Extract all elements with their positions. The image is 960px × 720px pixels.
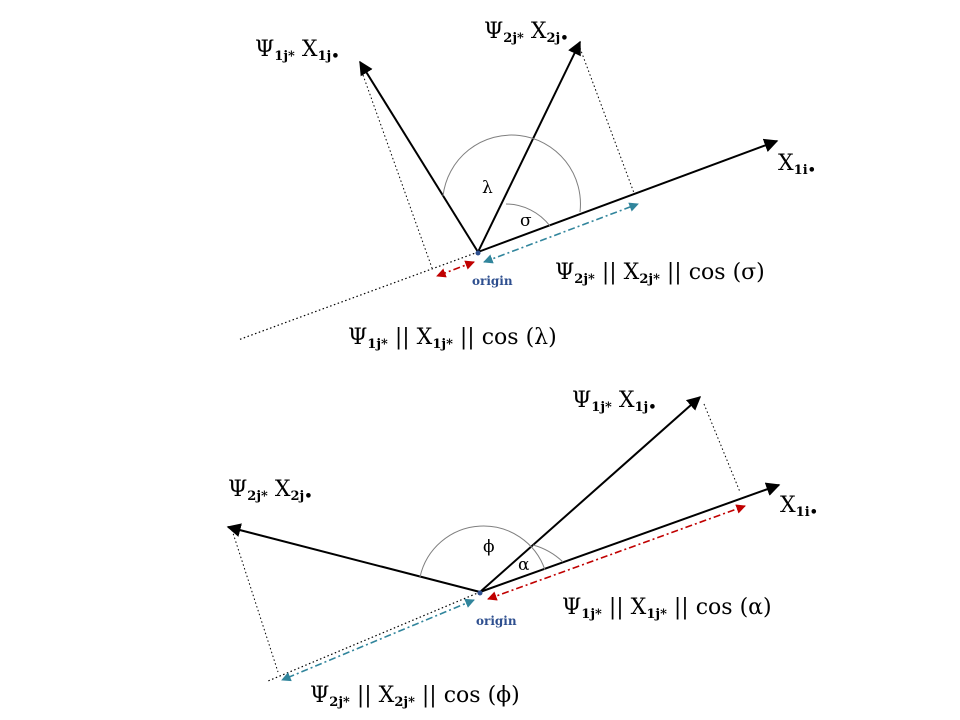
top-angle-inner-label: σ bbox=[520, 211, 532, 231]
bottom-origin-label: origin bbox=[476, 614, 517, 628]
top-vector-a-label: Ψ1j* X1j• bbox=[255, 37, 340, 64]
bottom-axis-label: X1i• bbox=[780, 493, 818, 520]
top-vector-a-arrow bbox=[359, 60, 479, 253]
bottom-projection-b-label: Ψ2j* || X2j* || cos (ϕ) bbox=[310, 683, 520, 710]
bottom-projection-line-b bbox=[231, 529, 279, 673]
top-projection-line-b bbox=[579, 47, 635, 194]
top-angle-outer-label: λ bbox=[482, 178, 493, 198]
bottom-projection-a-label: Ψ1j* || X1j* || cos (α) bbox=[562, 595, 772, 622]
top-axis-label: X1i• bbox=[778, 151, 816, 178]
bottom-vector-b-label: Ψ2j* X2j• bbox=[228, 477, 313, 504]
bottom-axis-extension bbox=[267, 591, 481, 682]
top-origin-dot bbox=[475, 250, 481, 256]
top-axis-extension bbox=[237, 251, 479, 341]
top-vector-b-label: Ψ2j* X2j• bbox=[484, 19, 569, 46]
top-projection-line-a bbox=[362, 74, 433, 269]
top-angle-arc-outer bbox=[442, 134, 581, 213]
top-projection-b-label: Ψ2j* || X2j* || cos (σ) bbox=[555, 260, 765, 287]
bottom-vector-a-label: Ψ1j* X1j• bbox=[572, 388, 657, 415]
top-origin-label: origin bbox=[472, 274, 513, 288]
bottom-vector-b-arrow bbox=[226, 523, 481, 593]
bottom-projection-line-a bbox=[703, 403, 741, 493]
bottom-angle-outer-label: ϕ bbox=[483, 537, 495, 557]
bottom-projection-arrow-blue bbox=[281, 598, 475, 682]
bottom-axis-arrow bbox=[479, 482, 781, 593]
bottom-origin-dot bbox=[477, 590, 483, 596]
bottom-angle-arc-inner bbox=[532, 544, 564, 563]
top-projection-arrow-red bbox=[436, 260, 475, 278]
top-projection-a-label: Ψ1j* || X1j* || cos (λ) bbox=[348, 325, 557, 352]
top-projection-arrow-blue bbox=[483, 202, 639, 264]
top-diagram: Ψ1j* X1j• Ψ2j* X2j• X1i• λ σ origin Ψ2j*… bbox=[237, 19, 816, 352]
bottom-projection-arrow-red bbox=[487, 504, 746, 601]
bottom-diagram: Ψ1j* X1j• Ψ2j* X2j• X1i• ϕ α origin Ψ1j*… bbox=[226, 388, 818, 710]
bottom-angle-inner-label: α bbox=[518, 555, 530, 575]
